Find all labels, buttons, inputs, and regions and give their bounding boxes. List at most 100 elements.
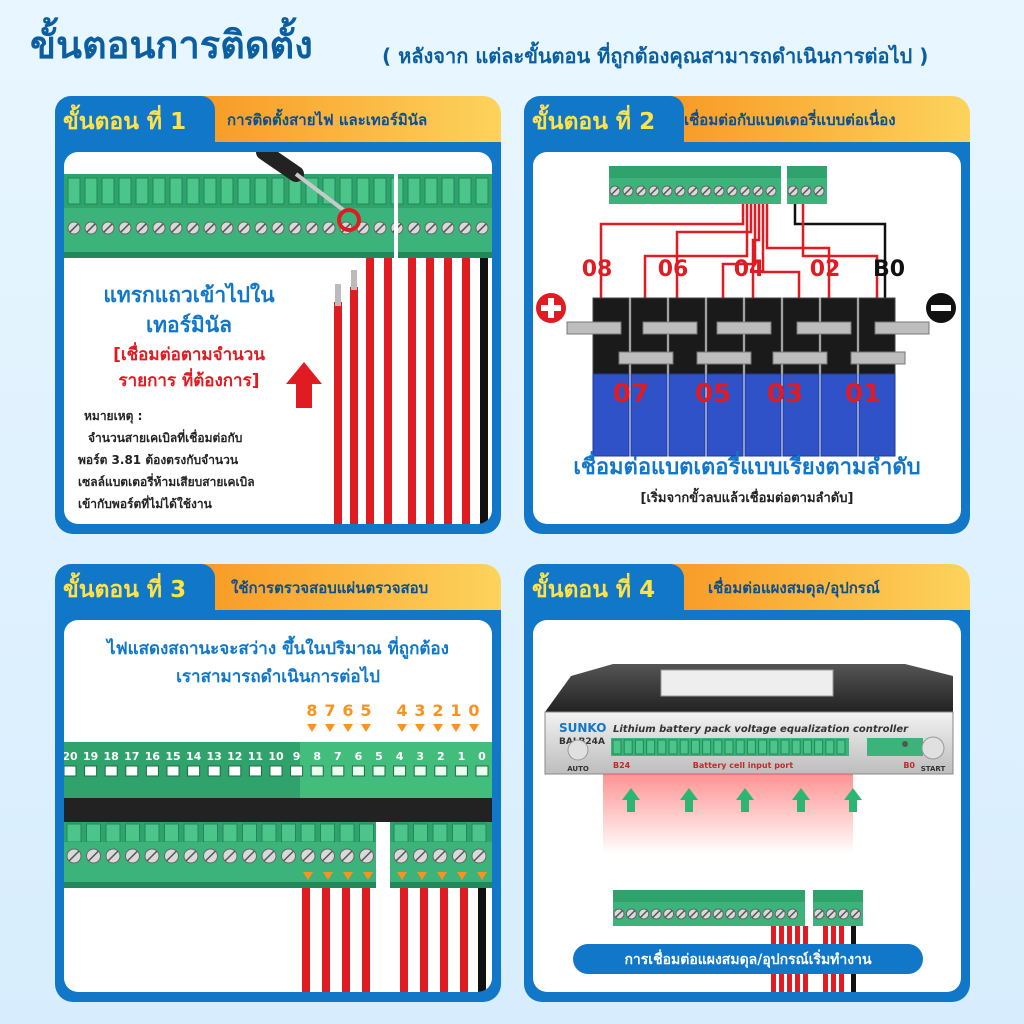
board-number: 13 bbox=[207, 750, 222, 763]
start-caption: การเชื่อมต่อแผงสมดุล/อุปกรณ์เริ่มทำงาน bbox=[624, 949, 872, 968]
terminal-pin bbox=[101, 177, 115, 205]
battery-cell bbox=[858, 373, 896, 457]
led-indicator bbox=[310, 765, 324, 777]
terminal-pin bbox=[169, 177, 183, 205]
device-pin bbox=[769, 739, 779, 755]
start-label: START bbox=[921, 765, 946, 773]
terminal-connector bbox=[613, 890, 863, 926]
indicator-number: 3 bbox=[414, 701, 425, 720]
led-indicator bbox=[290, 765, 304, 777]
bus-bar bbox=[566, 321, 622, 335]
wire bbox=[302, 888, 310, 992]
board-number: 0 bbox=[478, 750, 486, 763]
board-number: 16 bbox=[145, 750, 161, 763]
terminal-connector bbox=[609, 166, 827, 204]
board-number: 3 bbox=[416, 750, 424, 763]
arrow-down-icon bbox=[397, 872, 407, 880]
arrow-down-icon bbox=[415, 724, 425, 732]
start-caption-pill bbox=[573, 944, 923, 974]
terminal-pin bbox=[152, 177, 166, 205]
device-pin bbox=[724, 739, 734, 755]
terminal-pin bbox=[475, 177, 489, 205]
cell-label: 02 bbox=[810, 257, 841, 282]
battery-cell bbox=[744, 373, 782, 457]
led-indicator bbox=[145, 765, 159, 777]
battery-cell bbox=[630, 373, 668, 457]
wire bbox=[440, 888, 448, 992]
arrow-down-icon bbox=[451, 724, 461, 732]
stripped-wire-ends bbox=[334, 270, 358, 524]
step-description: เชื่อมต่อกับแบตเตอรี่แบบต่อเนื่อง bbox=[684, 111, 896, 129]
terminal-pin bbox=[86, 823, 101, 843]
auto-button[interactable] bbox=[567, 739, 589, 761]
cell-label-b0: B0 bbox=[873, 257, 905, 282]
wire bbox=[362, 888, 370, 992]
terminal-pin bbox=[393, 823, 409, 843]
terminal-pin bbox=[66, 823, 82, 843]
board-number: 2 bbox=[437, 750, 445, 763]
led-indicator bbox=[454, 765, 468, 777]
led-indicator bbox=[104, 765, 118, 777]
wire bbox=[675, 204, 753, 328]
note-title: หมายเหตุ : bbox=[84, 409, 142, 424]
status-text-line1: ไฟแสดงสถานะจะสว่าง ขึ้นในปริมาณ ที่ถูกต้… bbox=[105, 635, 449, 660]
terminal-pin bbox=[413, 823, 428, 843]
terminal-pin bbox=[118, 177, 132, 205]
board-number: 18 bbox=[104, 750, 119, 763]
battery-cell bbox=[668, 373, 706, 457]
led-indicator bbox=[475, 765, 489, 777]
page-title: ขั้นตอนการติดตั้ง bbox=[30, 23, 313, 67]
device-pin bbox=[758, 739, 768, 755]
cell-label: 05 bbox=[695, 379, 731, 409]
device-pin bbox=[713, 739, 723, 755]
instruction-line1: แทรกแถวเข้าไปใน bbox=[103, 282, 275, 307]
device-pin bbox=[814, 739, 824, 755]
panel-content: แทรกแถวเข้าไปใน เทอร์มินัล [เชื่อมต่อตาม… bbox=[64, 152, 492, 524]
led-indicator bbox=[187, 765, 201, 777]
arrow-down-icon bbox=[303, 872, 313, 880]
indicator-number: 5 bbox=[360, 701, 371, 720]
led-indicator bbox=[84, 765, 98, 777]
terminal-pin bbox=[125, 823, 140, 843]
terminal-pin bbox=[458, 177, 472, 205]
wire bbox=[426, 258, 434, 524]
arrow-down-icon bbox=[363, 872, 373, 880]
led-indicator bbox=[393, 765, 407, 777]
highlight-circle bbox=[337, 208, 361, 232]
caption: เชื่อมต่อแบตเตอรี่แบบเรียงตามลำดับ bbox=[573, 450, 920, 480]
bus-bar bbox=[850, 351, 906, 365]
led-indicator bbox=[372, 765, 386, 777]
cell-label: 04 bbox=[734, 257, 765, 282]
device-pin bbox=[791, 739, 801, 755]
battery-cell bbox=[820, 373, 858, 457]
board-number: 14 bbox=[186, 750, 202, 763]
step-desc-tab bbox=[163, 564, 501, 610]
device-pin bbox=[634, 739, 644, 755]
step-desc-tab bbox=[632, 96, 970, 142]
terminal-pin bbox=[144, 823, 160, 843]
bus-bar bbox=[716, 321, 772, 335]
step-label: ขั้นตอน ที่ 1 bbox=[63, 109, 187, 135]
start-button[interactable] bbox=[921, 736, 945, 760]
status-led bbox=[902, 741, 908, 747]
terminal-pin bbox=[261, 823, 277, 843]
note-line: จำนวนสายเคเบิลที่เชื่อมต่อกับ bbox=[88, 429, 242, 445]
arrow-up-icon bbox=[844, 788, 862, 812]
wire bbox=[460, 888, 468, 992]
header: ขั้นตอนการติดตั้ง ( หลังจาก แต่ละขั้นตอน… bbox=[30, 14, 1010, 84]
terminal-pin bbox=[203, 823, 218, 843]
cell-label: 01 bbox=[845, 379, 881, 409]
board-number: 20 bbox=[64, 750, 78, 763]
device-pin bbox=[702, 739, 712, 755]
arrow-up-icon bbox=[622, 788, 640, 812]
led-indicator bbox=[125, 765, 139, 777]
auto-label: AUTO bbox=[567, 765, 589, 773]
terminal-pin bbox=[164, 823, 179, 843]
panel-content: 08 06 04 02 B0 07 05 03 01 เชื่อมต่อแบตเ… bbox=[533, 152, 961, 524]
arrow-down-icon bbox=[477, 872, 487, 880]
battery-cell bbox=[782, 373, 820, 457]
device-pin bbox=[657, 739, 667, 755]
terminal-pin bbox=[452, 823, 467, 843]
device-pin bbox=[646, 739, 656, 755]
